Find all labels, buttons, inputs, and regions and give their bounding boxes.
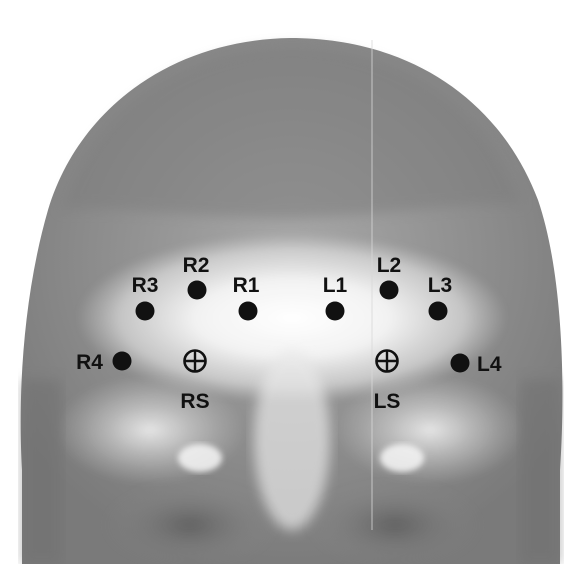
electrode-l2: L2	[377, 254, 402, 300]
electrode-label-l2: L2	[377, 254, 402, 277]
electrode-dot-r4	[113, 352, 132, 371]
electrode-dot-r2	[188, 281, 207, 300]
nose-bridge-highlight	[254, 350, 330, 530]
right-edge-shading	[22, 380, 62, 564]
electrode-label-l3: L3	[428, 274, 453, 297]
electrode-label-r3: R3	[132, 274, 159, 297]
electrode-dot-l2	[380, 281, 399, 300]
electrode-dot-r1	[239, 302, 258, 321]
right-eye-highlight	[178, 444, 222, 472]
electrode-dot-l4	[451, 354, 470, 373]
electrode-label-rs: RS	[180, 390, 209, 413]
left-edge-shading	[520, 380, 560, 564]
electrode-label-r4: R4	[76, 351, 103, 374]
electrode-dot-l3	[429, 302, 448, 321]
electrode-label-r1: R1	[233, 274, 260, 297]
electrode-label-l1: L1	[323, 274, 348, 297]
left-eye-highlight	[380, 444, 424, 472]
left-cheek-highlight	[335, 375, 525, 485]
electrode-dot-l1	[326, 302, 345, 321]
electrode-label-r2: R2	[183, 254, 210, 277]
electrode-label-ls: LS	[374, 390, 401, 413]
right-eye-shadow	[105, 485, 275, 564]
right-cheek-highlight	[55, 375, 245, 485]
electrode-dot-r3	[136, 302, 155, 321]
electrode-label-l4: L4	[477, 353, 502, 376]
left-eye-shadow	[310, 485, 480, 564]
